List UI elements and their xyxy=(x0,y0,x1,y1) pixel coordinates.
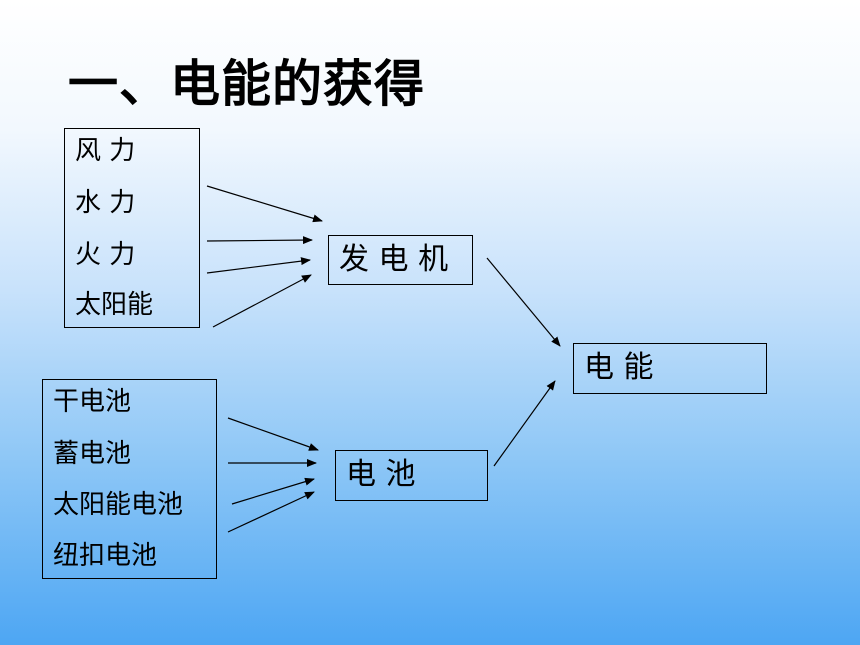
battery-dry-cell: 干电池 xyxy=(53,387,132,417)
battery-button-cell: 纽扣电池 xyxy=(53,541,158,571)
arrow-drycell-to-battery xyxy=(227,417,319,451)
arrow-solarcell-to-battery xyxy=(231,477,315,505)
arrow-thermal-to-generator xyxy=(206,257,311,274)
source-thermal: 火 力 xyxy=(75,240,136,270)
arrow-solar-to-generator xyxy=(212,274,312,328)
generator-node: 发 电 机 xyxy=(328,235,473,285)
arrow-battery-to-electricity xyxy=(493,380,556,467)
battery-storage: 蓄电池 xyxy=(53,439,132,469)
source-hydro: 水 力 xyxy=(75,188,136,218)
battery-node: 电 池 xyxy=(335,450,488,501)
arrow-hydro-to-generator xyxy=(206,236,313,245)
source-wind: 风 力 xyxy=(75,136,136,166)
arrow-generator-to-electricity xyxy=(486,257,561,347)
electricity-node: 电 能 xyxy=(573,343,767,394)
slide-title: 一、电能的获得 xyxy=(68,55,425,113)
source-solar: 太阳能 xyxy=(75,290,154,320)
battery-solar-cell: 太阳能电池 xyxy=(53,490,184,520)
battery-types-box: 干电池 蓄电池 太阳能电池 纽扣电池 xyxy=(42,379,217,579)
arrow-buttoncell-to-battery xyxy=(227,491,315,533)
generator-sources-box: 风 力 水 力 火 力 太阳能 xyxy=(64,128,200,328)
arrow-wind-to-generator xyxy=(206,185,323,223)
